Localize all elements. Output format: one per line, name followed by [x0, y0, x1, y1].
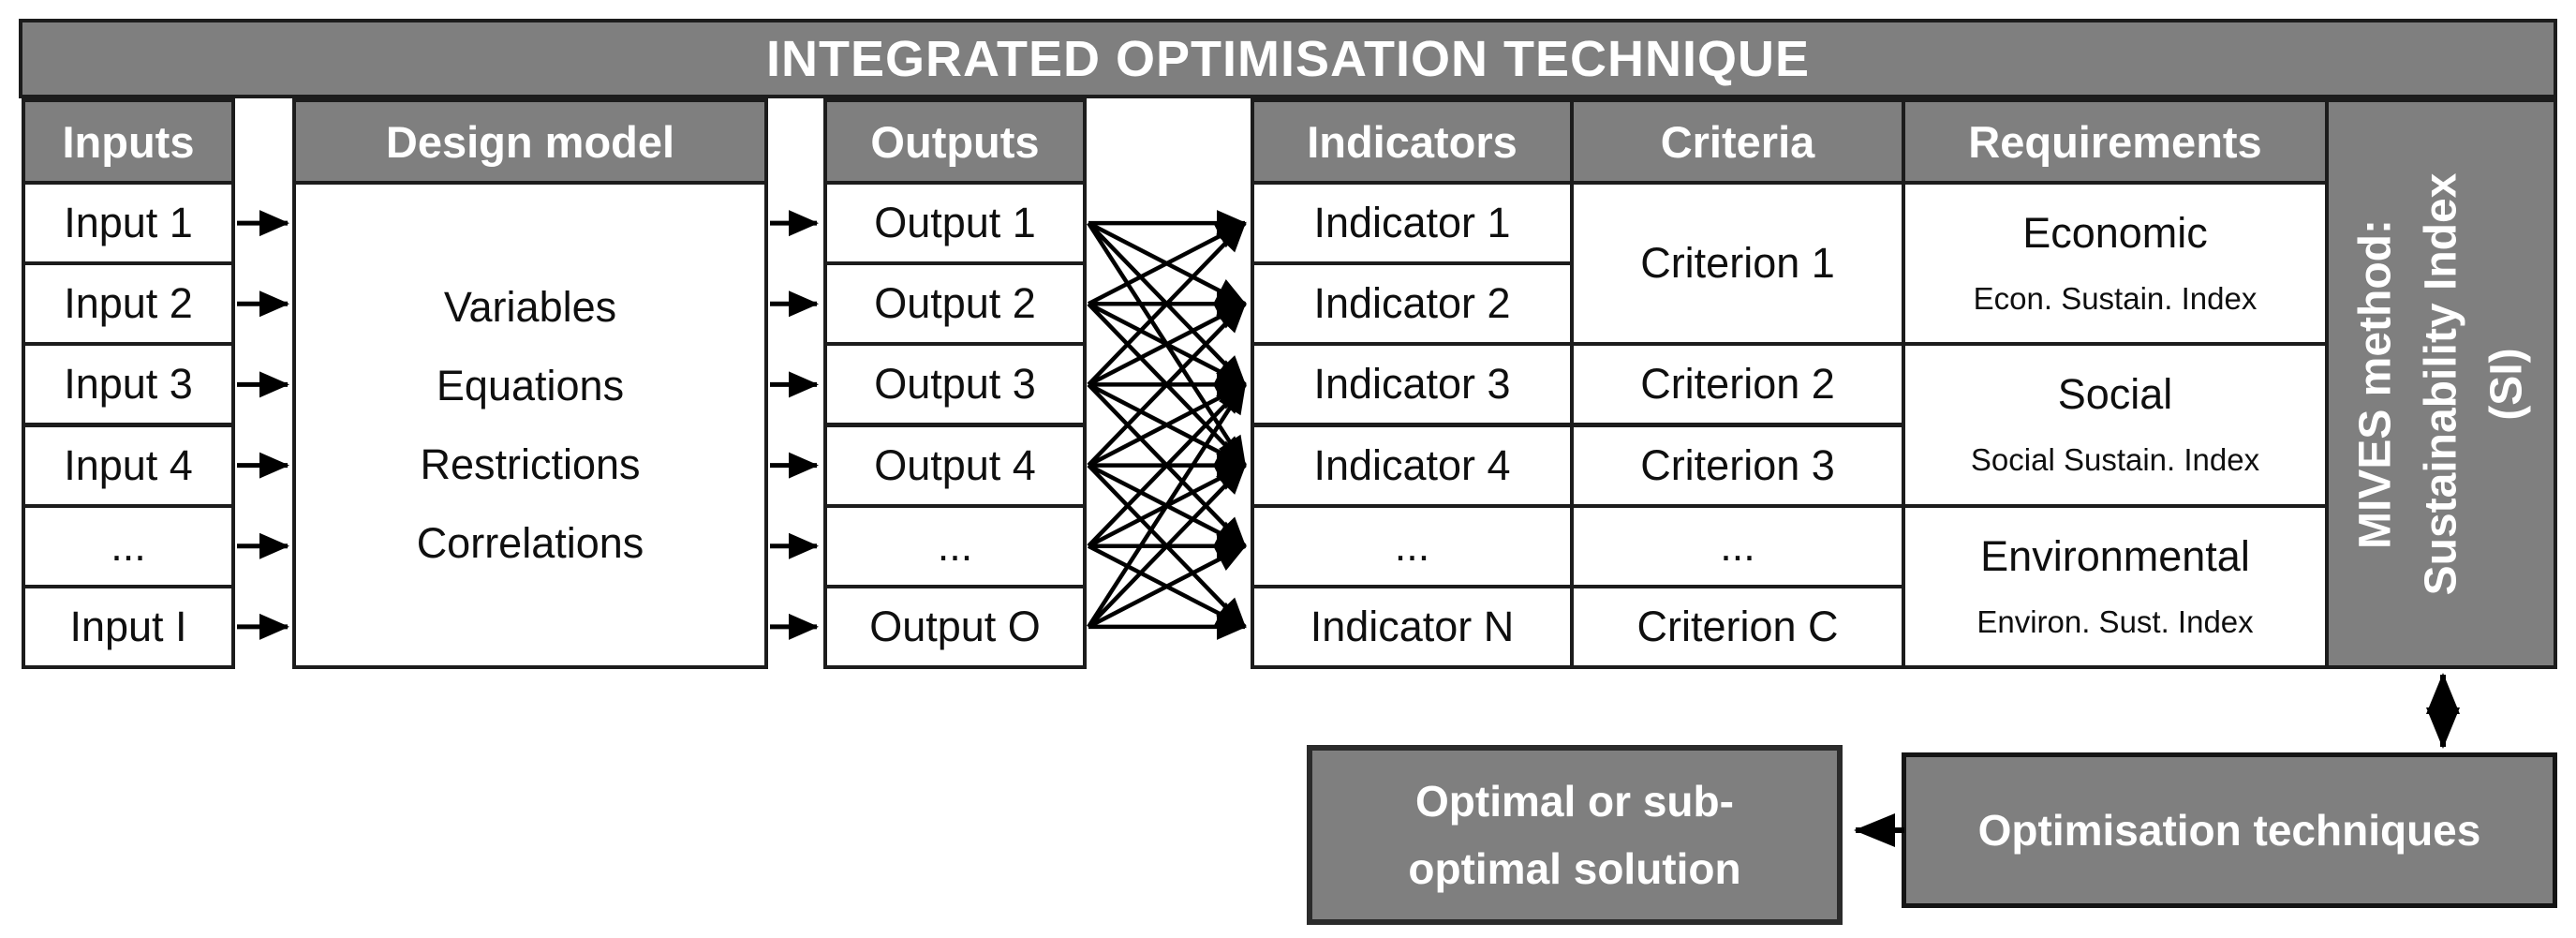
arrow-output-6-to-indicator-4 [1087, 464, 1247, 629]
criterion-cell-2: Criterion 2 [1570, 342, 1905, 427]
outputs-header: Outputs [823, 98, 1087, 185]
indicator-cell-1: Indicator 1 [1251, 181, 1574, 266]
mives-line-2: Sustainability Index [2416, 172, 2465, 595]
design-model-line-3: Restrictions [420, 439, 641, 488]
arrow-output-6-to-indicator-5 [1087, 543, 1247, 629]
mives-bar-text: MIVES method: Sustainability Index (SI) [2329, 103, 2554, 664]
mives-line-3: (SI) [2481, 347, 2531, 421]
arrow-output-1-to-indicator-2 [1087, 221, 1247, 306]
inputs-header: Inputs [22, 98, 235, 185]
arrow-output-5-to-indicator-3 [1087, 382, 1247, 548]
solution-box-label: Optimal or sub- optimal solution [1408, 767, 1740, 902]
indicator-cell-5: ... [1251, 503, 1574, 588]
arrow-output-2-to-indicator-3 [1087, 302, 1247, 387]
arrow-output-3-to-indicator-4 [1087, 382, 1247, 468]
solution-box: Optimal or sub- optimal solution [1307, 745, 1843, 925]
requirement-subtitle-3: Environ. Sust. Index [1976, 603, 2254, 639]
requirement-title-1: Economic [2022, 209, 2208, 258]
optimisation-techniques-box: Optimisation techniques [1902, 752, 2557, 908]
arrow-output-4-to-indicator-2 [1087, 302, 1247, 468]
arrow-output-5-to-indicator-6 [1087, 543, 1247, 629]
arrow-output-6-to-indicator-3 [1087, 382, 1247, 629]
optimisation-box-label: Optimisation techniques [1977, 806, 2481, 855]
arrow-output-1-to-indicator-3 [1087, 221, 1247, 386]
solution-line-1: Optimal or sub- [1415, 777, 1734, 826]
design-model-line-2: Equations [436, 361, 625, 409]
indicators-header: Indicators [1251, 98, 1574, 185]
input-cell-1: Input 1 [22, 181, 235, 266]
diagram-title: INTEGRATED OPTIMISATION TECHNIQUE [765, 30, 1810, 87]
requirement-subtitle-2: Social Sustain. Index [1970, 442, 2260, 478]
input-cell-2: Input 2 [22, 261, 235, 347]
output-cell-2: Output 2 [823, 261, 1087, 347]
input-cell-5: ... [22, 503, 235, 588]
requirements-header: Requirements [1902, 98, 2329, 185]
indicator-cell-6: Indicator N [1251, 584, 1574, 669]
output-cell-5: ... [823, 503, 1087, 588]
indicator-cell-4: Indicator 4 [1251, 423, 1574, 508]
arrow-output-2-to-indicator-1 [1087, 221, 1247, 306]
arrow-output-1-to-indicator-4 [1087, 221, 1247, 468]
indicator-cell-2: Indicator 2 [1251, 261, 1574, 347]
indicator-cell-3: Indicator 3 [1251, 342, 1574, 427]
input-cell-6: Input I [22, 584, 235, 669]
criterion-cell-1: Criterion 1 [1570, 181, 1905, 347]
arrow-output-4-to-indicator-6 [1087, 464, 1247, 629]
design-model-line-4: Correlations [416, 518, 644, 567]
title-bar: INTEGRATED OPTIMISATION TECHNIQUE [19, 19, 2557, 98]
output-cell-1: Output 1 [823, 181, 1087, 266]
output-cell-3: Output 3 [823, 342, 1087, 427]
input-cell-3: Input 3 [22, 342, 235, 427]
criterion-cell-5: Criterion C [1570, 584, 1905, 669]
output-cell-4: Output 4 [823, 423, 1087, 508]
arrow-output-3-to-indicator-1 [1087, 221, 1247, 386]
design-model-line-1: Variables [443, 282, 617, 331]
output-cell-6: Output O [823, 584, 1087, 669]
design-model-header: Design model [292, 98, 768, 185]
arrow-output-2-to-indicator-4 [1087, 302, 1247, 468]
arrow-output-3-to-indicator-2 [1087, 302, 1247, 387]
solution-line-2: optimal solution [1408, 844, 1741, 893]
criterion-cell-3: Criterion 3 [1570, 423, 1905, 508]
mives-bar: MIVES method: Sustainability Index (SI) [2325, 98, 2557, 669]
arrow-output-4-to-indicator-3 [1087, 382, 1247, 468]
input-cell-4: Input 4 [22, 423, 235, 508]
requirement-title-3: Environmental [1980, 531, 2250, 580]
arrow-output-4-to-indicator-5 [1087, 463, 1247, 548]
requirement-title-2: Social [2057, 370, 2173, 419]
arrow-output-5-to-indicator-4 [1087, 463, 1247, 548]
criteria-header: Criteria [1570, 98, 1905, 185]
criterion-cell-4: ... [1570, 503, 1905, 588]
arrow-output-3-to-indicator-5 [1087, 382, 1247, 548]
requirement-subtitle-1: Econ. Sustain. Index [1973, 281, 2258, 317]
mives-line-1: MIVES method: [2350, 218, 2400, 549]
